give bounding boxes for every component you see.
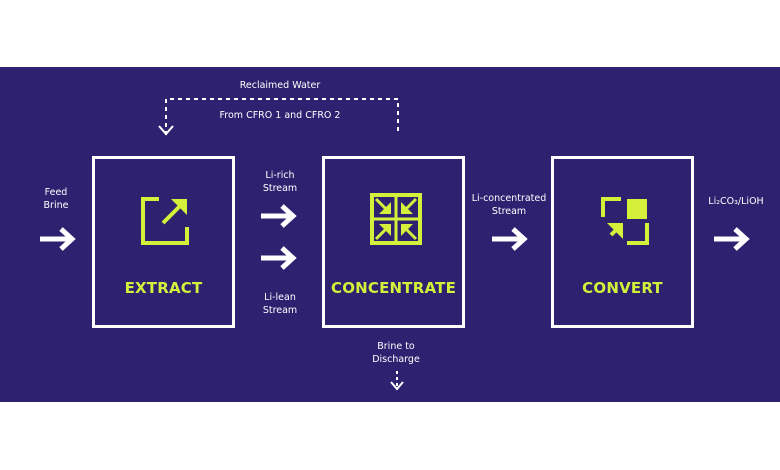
li-lean-stream-label: Li-lean Stream <box>262 292 298 316</box>
extract-box: EXTRACT <box>92 156 235 328</box>
concentrate-label: CONCENTRATE <box>330 279 457 297</box>
brine-discharge-arrow-icon <box>390 371 404 391</box>
output-product-label: Li₂CO₃/LiOH <box>708 196 764 207</box>
li-concentrated-stream-label: Li-concentrated Stream <box>471 193 547 217</box>
li-rich-arrow-icon <box>261 204 297 228</box>
li-rich-stream-label: Li-rich Stream <box>262 170 298 194</box>
convert-box: CONVERT <box>551 156 694 328</box>
li-concentrated-arrow-icon <box>492 227 528 251</box>
reclaimed-water-source-label: From CFRO 1 and CFRO 2 <box>219 110 341 121</box>
reclaimed-water-loop <box>158 98 399 136</box>
li-lean-arrow-icon <box>261 246 297 270</box>
output-arrow-icon <box>714 227 750 251</box>
reclaimed-water-label: Reclaimed Water <box>239 80 321 91</box>
feed-brine-label: Feed Brine <box>43 187 69 211</box>
concentrate-box: CONCENTRATE <box>322 156 465 328</box>
convert-label: CONVERT <box>582 279 663 297</box>
convert-icon <box>601 197 649 245</box>
expand-icon <box>141 197 189 245</box>
process-diagram: Reclaimed Water From CFRO 1 and CFRO 2 F… <box>0 67 780 402</box>
extract-label: EXTRACT <box>124 279 203 297</box>
feed-arrow-icon <box>40 227 76 251</box>
compress-icon <box>370 193 422 245</box>
brine-discharge-label: Brine to Discharge <box>372 341 420 365</box>
